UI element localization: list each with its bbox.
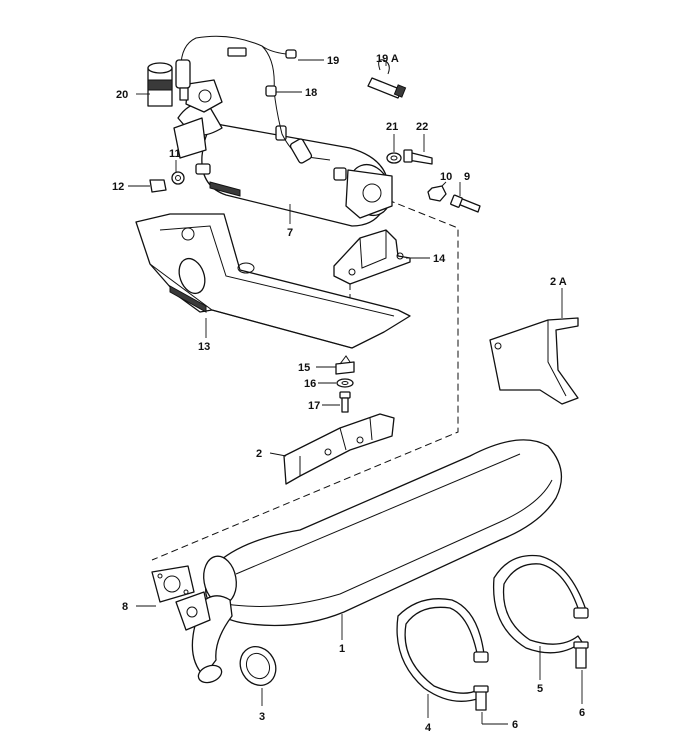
callout-labels: 1 2 2 A 3 4 5 6 6 7 8 9 10 11 12 13 14 1… (112, 53, 585, 734)
mounting-bracket-part (283, 413, 395, 485)
callout-15: 15 (298, 362, 310, 374)
bracket-part (333, 229, 411, 285)
callout-17: 17 (308, 400, 320, 412)
callout-13: 13 (198, 341, 210, 353)
callout-6-right: 6 (579, 707, 585, 719)
callout-18: 18 (305, 87, 317, 99)
callout-22: 22 (416, 121, 428, 133)
callout-2a: 2 A (550, 276, 567, 288)
callout-12: 12 (112, 181, 124, 193)
callout-5: 5 (537, 683, 543, 695)
callout-3: 3 (259, 711, 265, 723)
callout-4: 4 (425, 722, 432, 734)
rubber-sleeve-part (147, 62, 173, 107)
callout-20: 20 (116, 89, 128, 101)
callout-9: 9 (464, 171, 470, 183)
callout-21: 21 (386, 121, 398, 133)
callout-leaders (128, 59, 583, 725)
callout-7: 7 (287, 227, 293, 239)
callout-19: 19 (327, 55, 339, 67)
heat-shield-part (135, 213, 411, 349)
clip-washer-bolt-stack (335, 355, 355, 413)
callout-1: 1 (339, 643, 345, 655)
plug-part (367, 59, 407, 99)
clamp-band-small-part (396, 598, 489, 711)
callout-10: 10 (440, 171, 452, 183)
callout-14: 14 (433, 253, 446, 265)
callout-2: 2 (256, 448, 262, 460)
callout-16: 16 (304, 378, 316, 390)
oxygen-sensor-wire-part (175, 35, 331, 164)
fasteners-group (149, 149, 481, 213)
callout-19a: 19 A (376, 53, 399, 65)
callout-8: 8 (122, 601, 128, 613)
catalytic-converter-part (173, 79, 393, 227)
gasket-part (151, 565, 195, 603)
clamp-band-large-part (492, 554, 589, 669)
callout-6-left: 6 (512, 719, 518, 731)
muffler-part (175, 439, 563, 684)
tail-pipe-sleeve-part (239, 646, 277, 686)
callout-11: 11 (169, 148, 181, 160)
shield-bracket-part (489, 317, 579, 405)
